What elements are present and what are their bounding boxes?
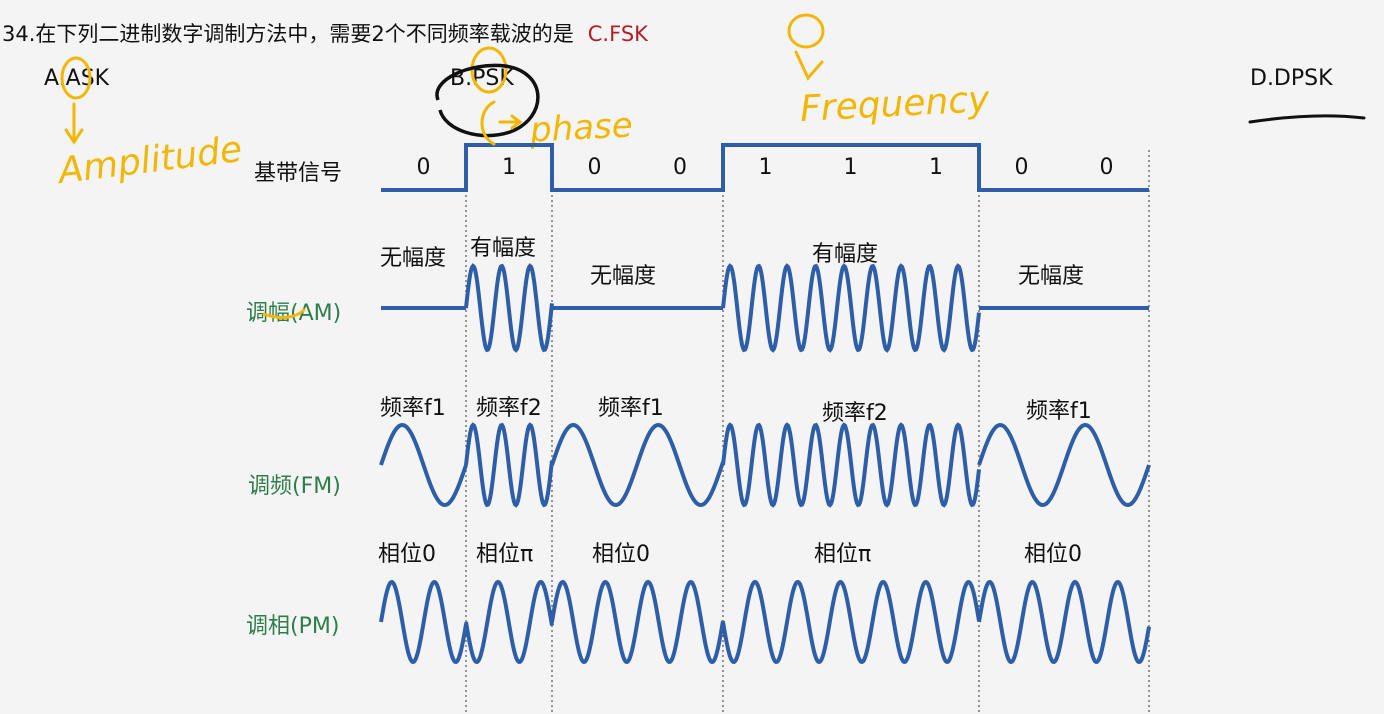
pm-seg-label-3: 相位0 (592, 542, 650, 567)
annotation-arrow-a (64, 102, 84, 145)
annotation-circle-a (60, 56, 92, 100)
am-seg-label-5: 无幅度 (1018, 264, 1085, 289)
annotation-arrow-c (794, 50, 824, 81)
fm-seg-label-2: 频率f2 (476, 396, 542, 421)
annotation-arrow-b (480, 100, 523, 146)
pm-seg-label-5: 相位0 (1024, 542, 1082, 567)
bit-label: 0 (1014, 155, 1029, 180)
am-seg-label-2: 有幅度 (470, 236, 537, 261)
pm-waveform (379, 579, 1151, 665)
am-seg-label-3: 无幅度 (590, 264, 657, 289)
bit-label: 1 (929, 155, 943, 180)
fm-label: 调频(FM) (248, 474, 341, 499)
annotation-underline-d (1248, 114, 1366, 124)
am-label: 调幅(AM) (246, 301, 342, 326)
pm-seg-label-4: 相位π (814, 542, 872, 567)
option-a: A.ASK (44, 66, 110, 91)
baseband-signal (381, 143, 1149, 192)
option-d: D.DPSK (1250, 66, 1333, 91)
bit-label: 0 (416, 155, 431, 180)
annotation-circle-c (787, 13, 825, 49)
pm-seg-label-1: 相位0 (378, 542, 436, 567)
am-waveform (381, 263, 1149, 353)
question-text: 34.在下列二进制数字调制方法中，需要2个不同频率载波的是 (2, 22, 574, 46)
baseband-label: 基带信号 (254, 161, 343, 186)
fm-seg-label-1: 频率f1 (380, 396, 446, 421)
bit-label: 1 (758, 155, 773, 180)
bit-label: 0 (587, 155, 602, 180)
annotation-black-circle-b (435, 63, 540, 138)
fm-seg-label-3: 频率f1 (598, 396, 664, 421)
annotation-underline-am (262, 308, 306, 319)
fm-seg-label-5: 频率f1 (1026, 399, 1092, 424)
fm-seg-label-4: 频率f2 (822, 401, 888, 426)
pm-label: 调相(PM) (246, 614, 340, 639)
bit-label: 0 (673, 155, 687, 180)
am-seg-label-4: 有幅度 (812, 242, 879, 267)
question: 34.在下列二进制数字调制方法中，需要2个不同频率载波的是 C.FSK (2, 18, 648, 48)
am-seg-label-1: 无幅度 (380, 246, 447, 271)
bit-label: 0 (1099, 155, 1114, 180)
bit-label: 1 (502, 155, 516, 180)
annotation-circle-b (470, 46, 508, 94)
bit-label: 1 (843, 155, 858, 180)
answer: C.FSK (587, 22, 648, 46)
fm-waveform (379, 422, 1151, 508)
pm-seg-label-2: 相位π (476, 542, 534, 567)
